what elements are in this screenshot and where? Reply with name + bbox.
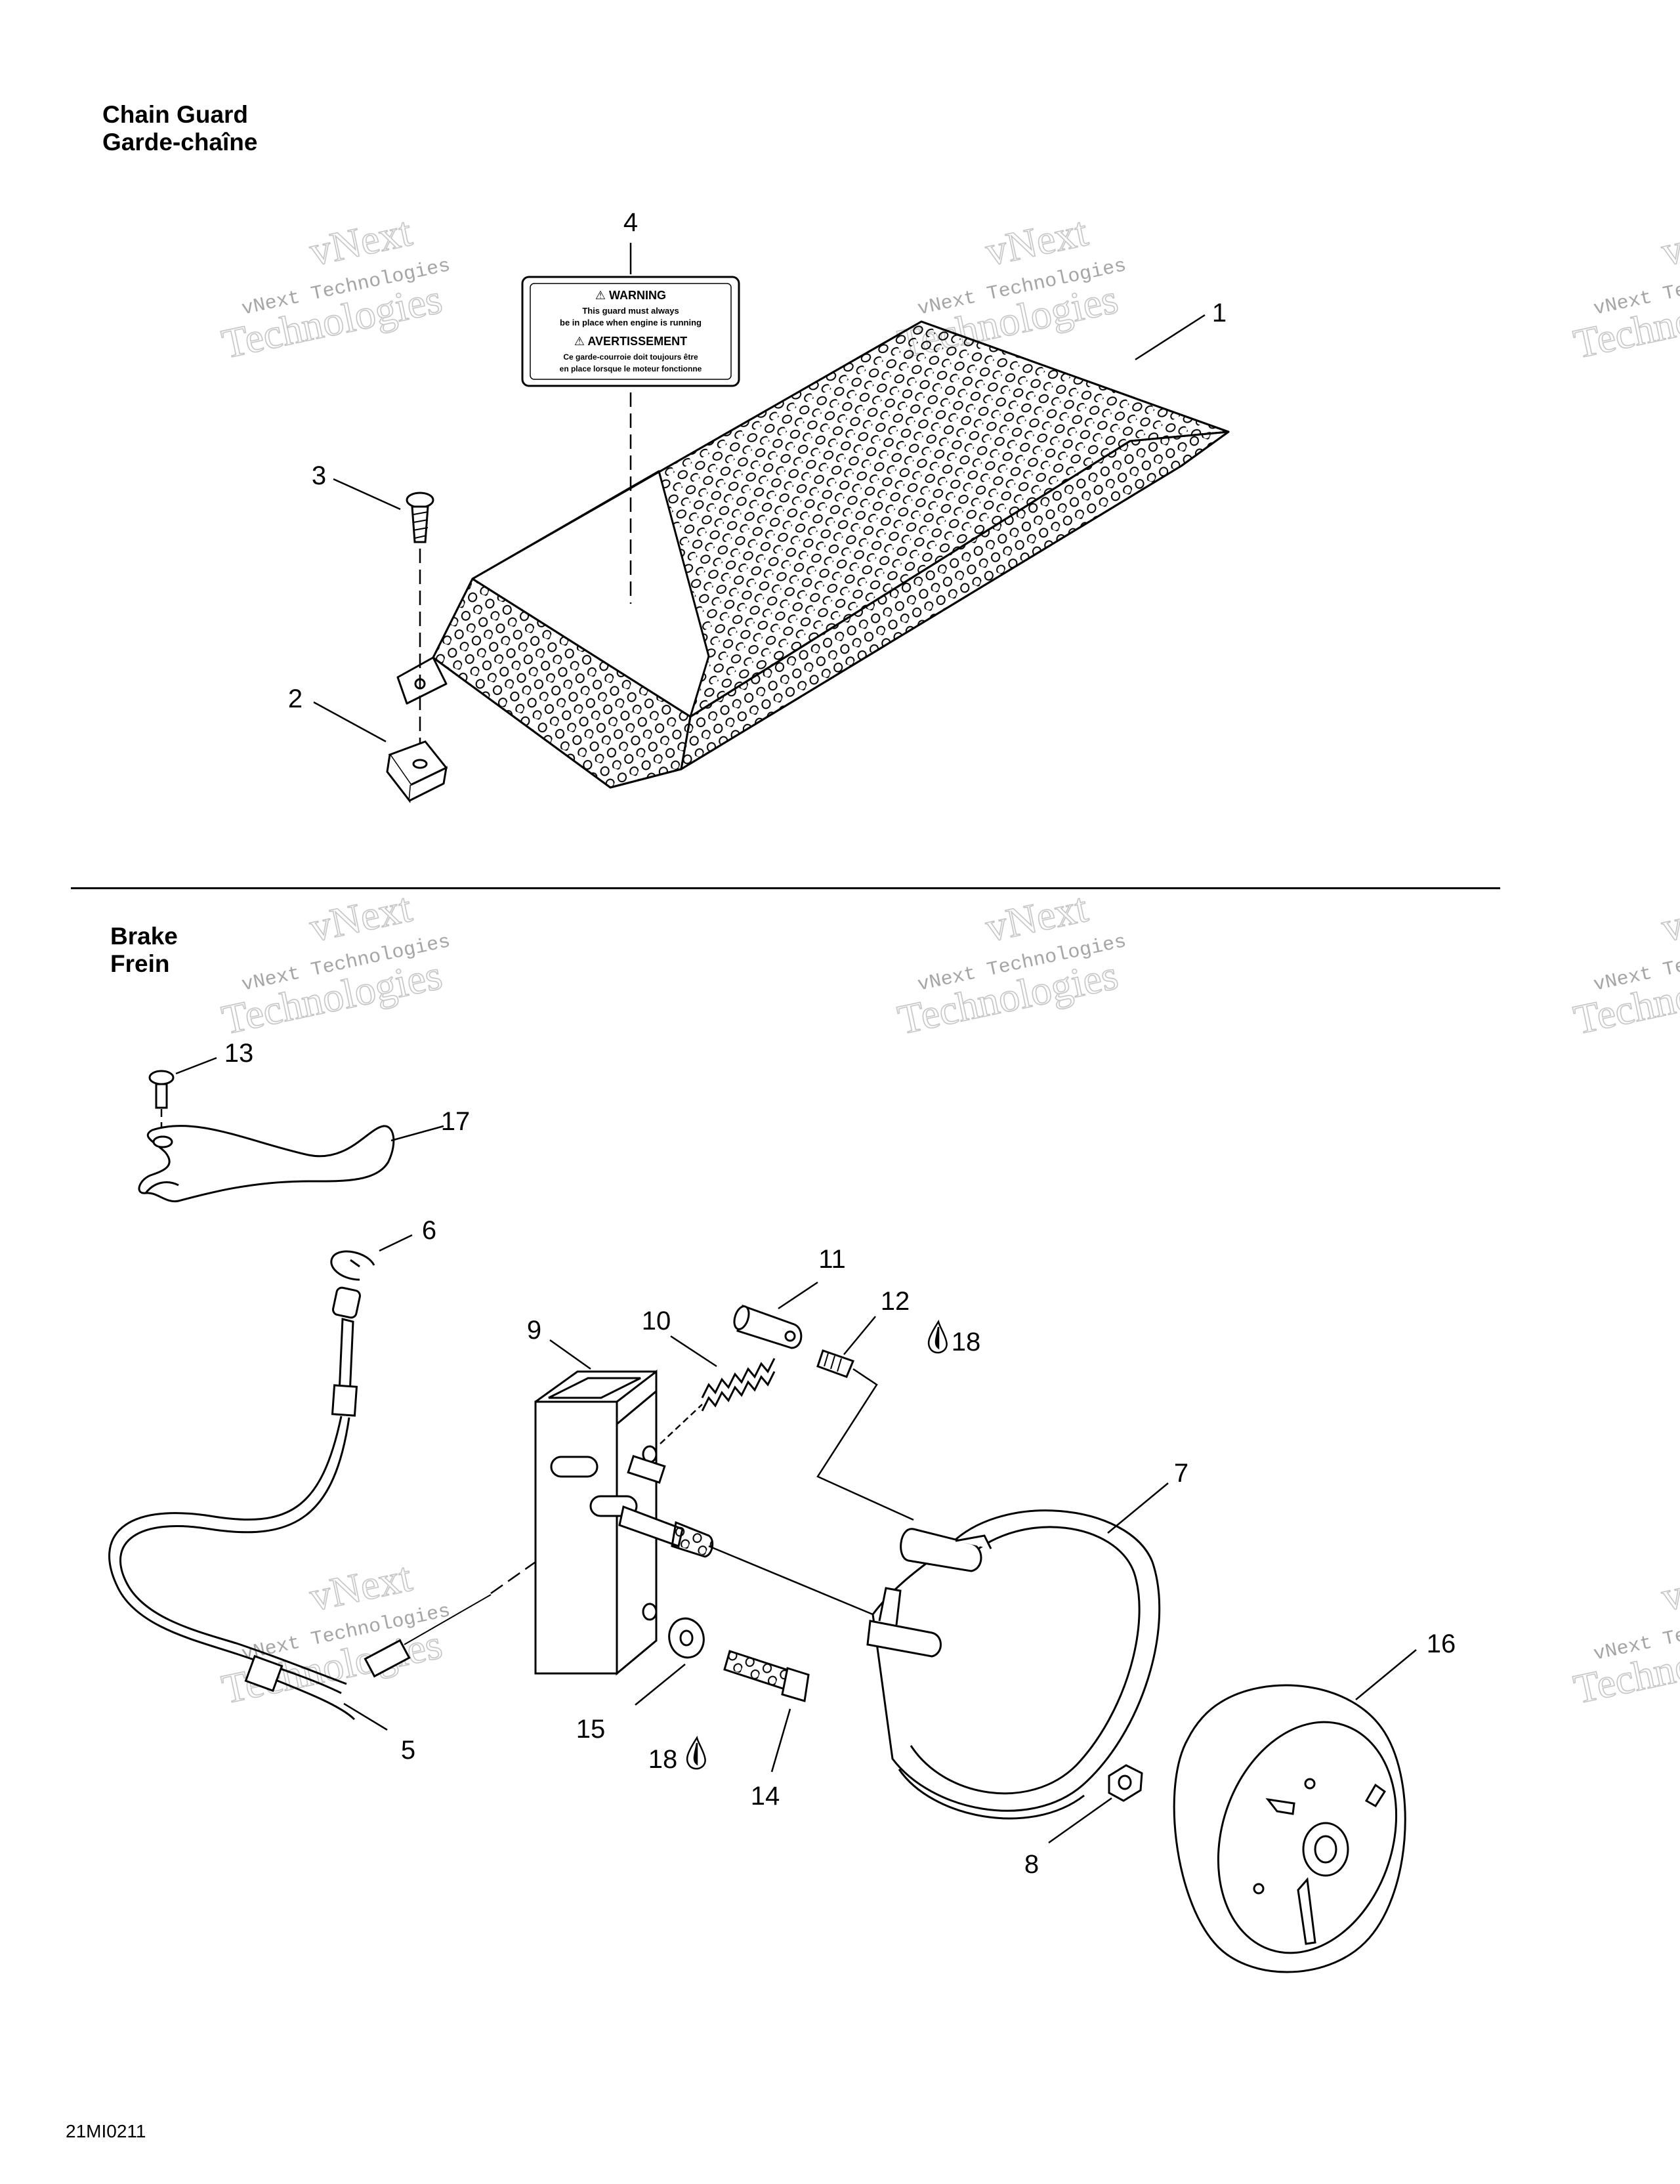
decal-line: be in place when engine is running (560, 318, 702, 327)
callout-1: 1 (1212, 299, 1227, 327)
decal-line: This guard must always (582, 306, 679, 316)
set-screw-leader (816, 1368, 914, 1521)
callout-14: 14 (751, 1782, 780, 1811)
bolt-14-part (723, 1650, 810, 1702)
callout-12: 12 (881, 1287, 910, 1316)
spring-leader (660, 1404, 703, 1444)
callout-9: 9 (527, 1316, 541, 1345)
clip-nut-part (386, 740, 448, 803)
callout-7: 7 (1174, 1459, 1188, 1488)
callout-16: 16 (1427, 1629, 1456, 1658)
brake-bracket-part (534, 1369, 658, 1676)
callout-10: 10 (642, 1307, 671, 1335)
callout-4: 4 (623, 208, 638, 237)
watermark-text: vNext (1658, 208, 1680, 275)
pivot-pin-part (618, 1455, 714, 1558)
screw-part (406, 492, 434, 543)
sleeve-part (733, 1305, 803, 1349)
decal-line: ⚠ AVERTISSEMENT (574, 335, 687, 348)
callout-15: 15 (576, 1715, 606, 1744)
callout-8: 8 (1024, 1850, 1039, 1879)
e-clip-part (330, 1250, 375, 1281)
decal-line: Ce garde-courroie doit toujours être (563, 352, 698, 362)
chain-guard-title-fr: Garde-chaîne (102, 129, 258, 156)
nut-part (1108, 1764, 1143, 1802)
brake-drum-part (1173, 1684, 1406, 1973)
figure-id: 21MI0211 (66, 2121, 146, 2141)
section-divider (71, 887, 1500, 889)
brake-title-fr: Frein (110, 950, 170, 977)
bolt-13-part (148, 1070, 175, 1109)
callout-11: 11 (818, 1245, 846, 1274)
decal-line: en place lorsque le moteur fonctionne (560, 364, 702, 373)
callout-6: 6 (422, 1216, 436, 1245)
brake-title: Brake Frein (110, 923, 178, 978)
decal-line: ⚠ WARNING (595, 289, 666, 302)
callout-13: 13 (224, 1039, 254, 1068)
chain-guard-title-en: Chain Guard (102, 101, 249, 128)
washer-part (668, 1617, 705, 1659)
chain-guard-part (396, 320, 1230, 789)
warning-decal: ⚠ WARNING This guard must always be in p… (521, 276, 740, 387)
callout-17: 17 (441, 1107, 471, 1136)
callout-18-bottom: 18 (648, 1745, 678, 1774)
callout-2: 2 (288, 684, 303, 713)
callout-18-top: 18 (952, 1328, 981, 1356)
brake-handle-part (138, 1125, 395, 1203)
watermark-text: vNext (1658, 1553, 1680, 1620)
brake-band-part (866, 1509, 1161, 1820)
chain-guard-title: Chain Guard Garde-chaîne (102, 101, 257, 156)
callout-leaders (175, 243, 1417, 1844)
lubricant-drop-icon (686, 1735, 706, 1770)
spring-part (701, 1358, 776, 1412)
lubricant-drop-icon (927, 1319, 948, 1354)
callout-numbers: 4 1 3 2 13 17 6 11 12 18 10 9 7 16 15 5 … (224, 208, 1456, 1879)
set-screw-part (816, 1349, 854, 1378)
callout-3: 3 (312, 461, 326, 490)
brake-cable-part (108, 1286, 492, 1721)
watermark-text: vNext (1658, 884, 1680, 951)
brake-title-en: Brake (110, 923, 178, 950)
rod-centerline (708, 1545, 873, 1616)
callout-5: 5 (401, 1736, 415, 1765)
